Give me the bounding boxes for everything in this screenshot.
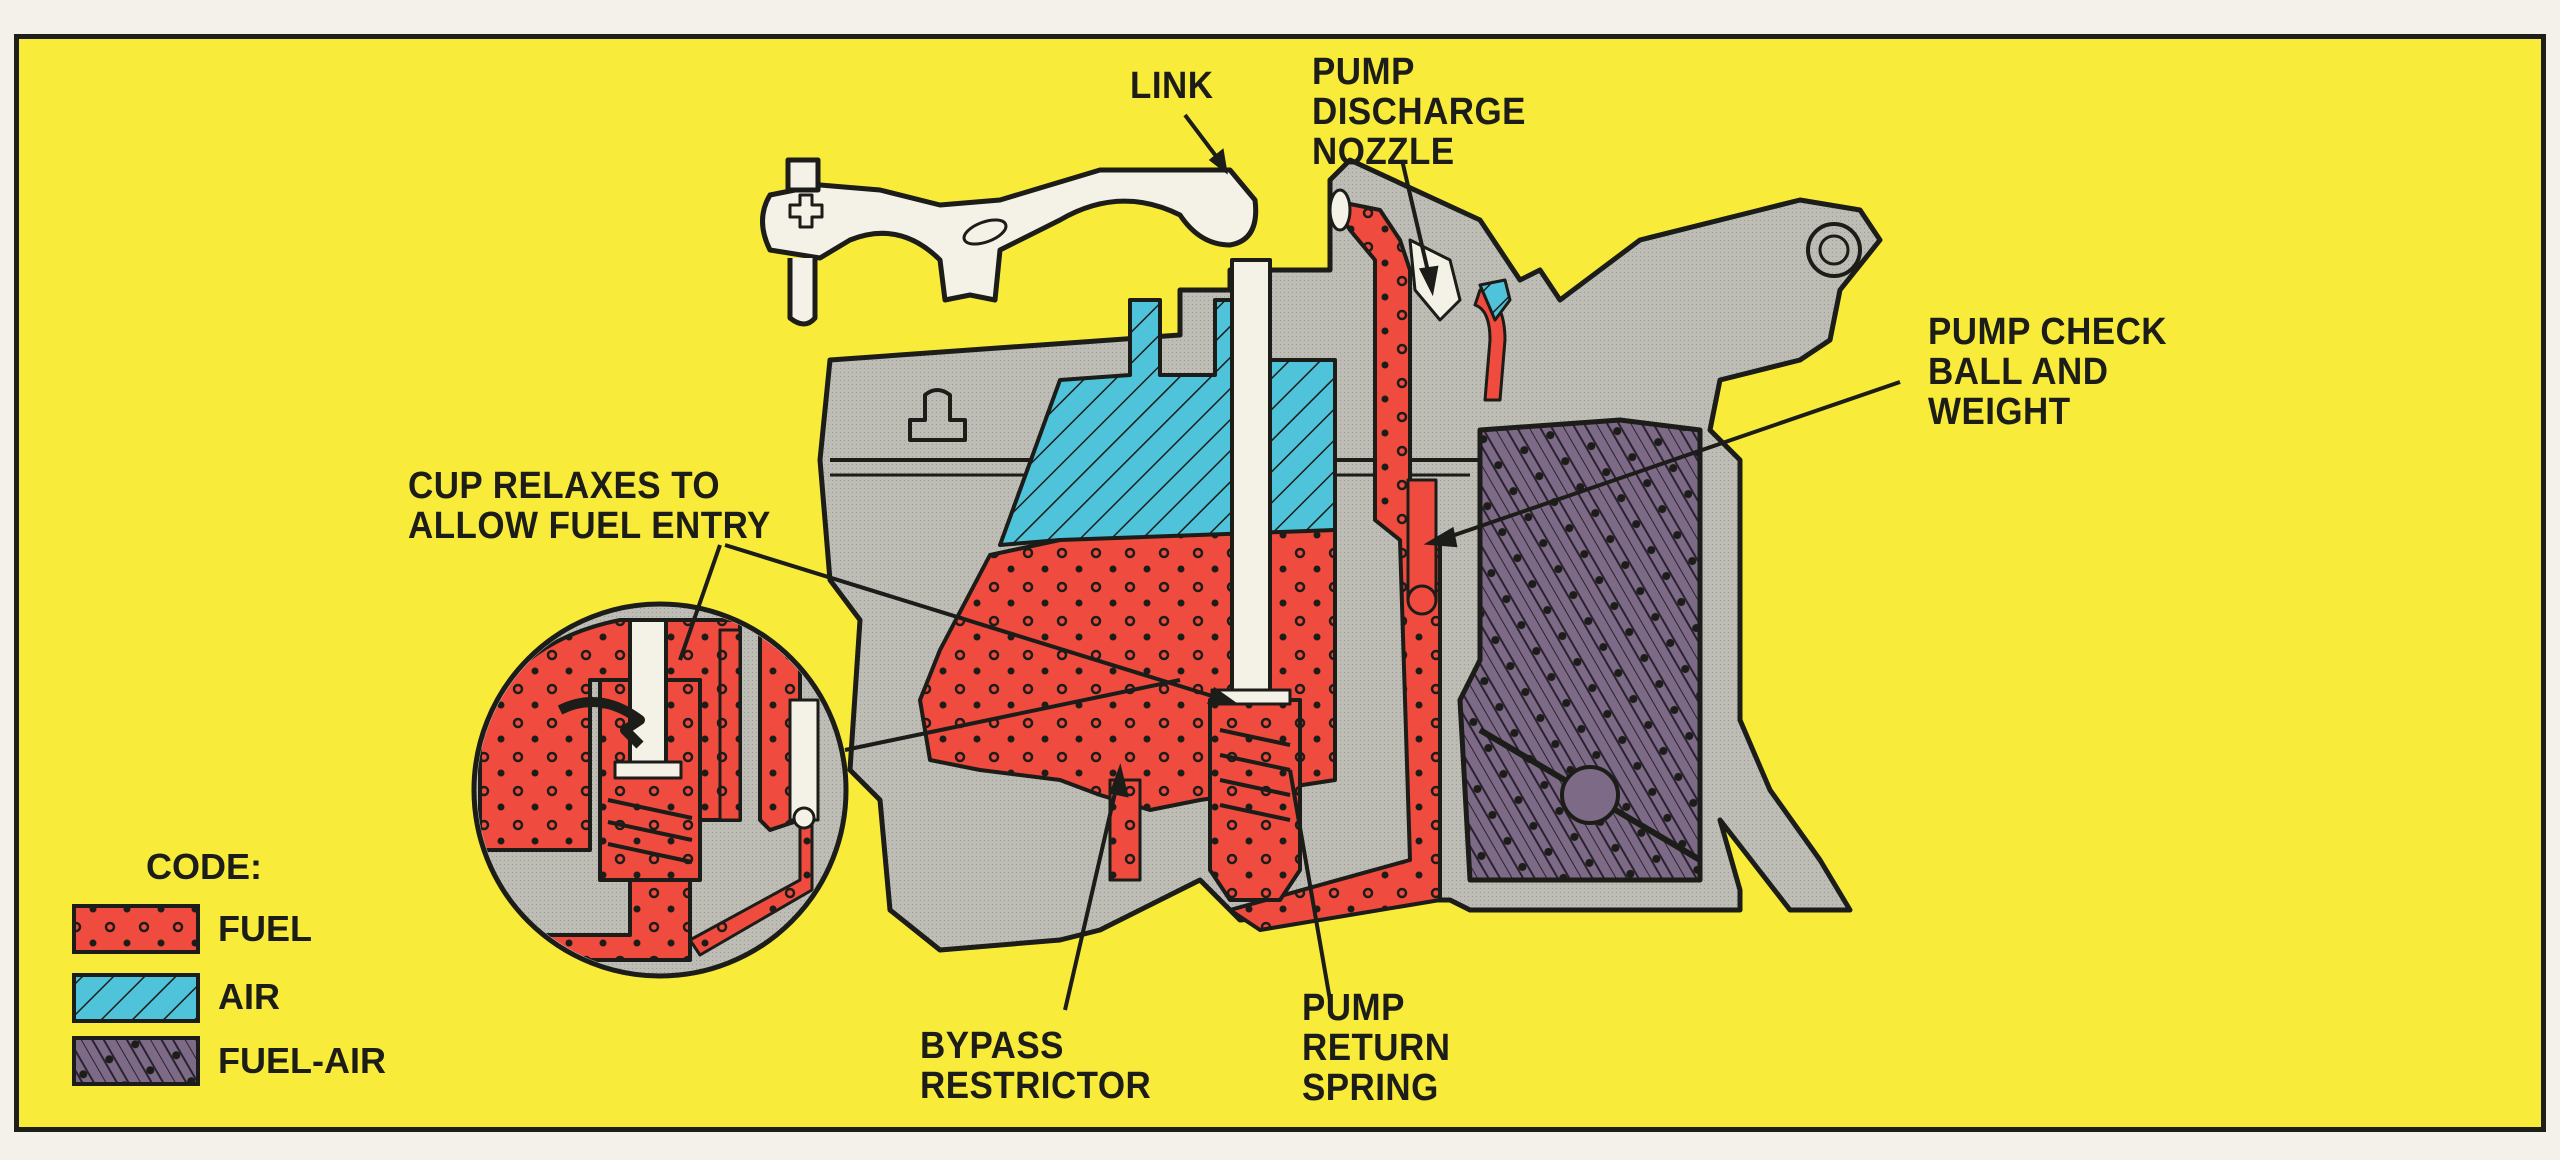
legend-item-fuel-air: FUEL-AIR [218,1040,386,1082]
label-pump-discharge-nozzle: PUMP DISCHARGE NOZZLE [1312,51,1526,173]
legend-swatch-fuel-air [72,1036,200,1086]
legend-label-fuel: FUEL [218,908,312,949]
legend-item-fuel: FUEL [218,908,312,950]
leader-lines [678,113,1901,1011]
label-link: LINK [1130,65,1214,107]
legend-label-air: AIR [218,976,280,1017]
label-pump-check-ball-and-weight: PUMP CHECK BALL AND WEIGHT [1928,311,2167,433]
legend-swatch-fuel [72,904,200,954]
label-pump-return-spring: PUMP RETURN SPRING [1302,987,1451,1109]
legend-item-air: AIR [218,976,280,1018]
legend-swatch-air [72,973,200,1023]
legend-swatches [72,904,200,1086]
label-cup-relaxes: CUP RELAXES TO ALLOW FUEL ENTRY [408,465,771,547]
pump-cup-detail-inset [471,601,849,979]
throttle-link [760,157,1259,327]
label-bypass-restrictor: BYPASS RESTRICTOR [920,1025,1152,1107]
legend-title: CODE: [146,846,262,887]
legend-label-fuel-air: FUEL-AIR [218,1040,386,1081]
